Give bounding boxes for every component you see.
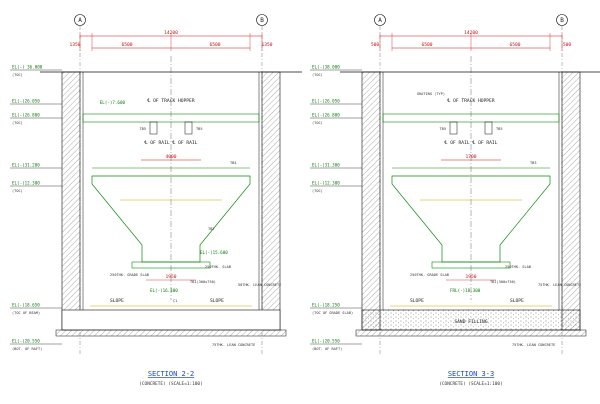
el-mid-label: EL(-)16.300 bbox=[150, 288, 178, 293]
slope-left-label: SLOPE bbox=[110, 298, 124, 304]
level-el: EL(-) 36.000 bbox=[12, 65, 43, 70]
tb5-left-label: TB5 bbox=[440, 127, 447, 131]
dim-col-left: 500 bbox=[371, 42, 380, 48]
grade-slab bbox=[131, 261, 211, 269]
dim-slab: 1950 bbox=[165, 274, 176, 280]
tb-right-label: TB4 bbox=[230, 161, 237, 165]
el-slab-label: EL(-)15.600 bbox=[200, 250, 228, 255]
tb-right-label: TB3 bbox=[530, 161, 537, 165]
grid-bubble-left bbox=[74, 14, 86, 26]
dim-col-right: 1350 bbox=[261, 42, 272, 48]
level-el: EL(-)26.050 bbox=[312, 99, 340, 104]
el-mid-label: FRL(-)18.300 bbox=[450, 288, 481, 293]
wall-right bbox=[561, 71, 581, 331]
dim-span-left: 6500 bbox=[421, 42, 432, 48]
level-el: EL(-)26.800 bbox=[312, 113, 340, 118]
level-tag: (TOC) bbox=[12, 189, 23, 193]
hopper-label: ℄ OF TRACK HOPPER bbox=[446, 98, 494, 104]
level-el: EL(-)12.300 bbox=[12, 181, 40, 186]
sand-label: SAND FILLING bbox=[454, 319, 487, 325]
section-subtitle: (CONCRETE) (SCALE=1:100) bbox=[139, 381, 202, 387]
level-el: EL(-)20.550 bbox=[12, 339, 40, 344]
grade-slab bbox=[431, 261, 511, 269]
column-label: C1 bbox=[173, 299, 177, 303]
tb5-right-label: TB5 bbox=[196, 127, 203, 131]
beam-tb5-left bbox=[149, 121, 158, 135]
section-title: SECTION 3-3 bbox=[448, 370, 494, 378]
level-el: EL(-)26.050 bbox=[12, 99, 40, 104]
level-tag: (TOC OF GRADE SLAB) bbox=[312, 311, 353, 315]
level-el: EL(-)20.550 bbox=[312, 339, 340, 344]
level-el: EL(-)12.300 bbox=[312, 181, 340, 186]
tb1-label: TB1(300x750) bbox=[490, 280, 516, 284]
level-tag: (BOT. OF RAFT) bbox=[312, 347, 342, 351]
raft bbox=[61, 309, 281, 331]
hopper-label: ℄ OF TRACK HOPPER bbox=[146, 98, 194, 104]
grade-slab-label: 250THK. GRADE SLAB bbox=[110, 273, 149, 277]
grid-bubble-right bbox=[556, 14, 568, 26]
lean-right-label: 75THK. LEAN CONCRETE bbox=[538, 283, 581, 287]
tb5-left-label: TB5 bbox=[140, 127, 147, 131]
beam-tb5-right bbox=[184, 121, 193, 135]
beam-tb5-left bbox=[449, 121, 458, 135]
level-tag: (TOC) bbox=[312, 189, 323, 193]
slope-left-label: SLOPE bbox=[410, 298, 424, 304]
lean-concrete-bottom bbox=[55, 329, 287, 337]
section-title: SECTION 2-2 bbox=[148, 370, 194, 378]
level-el: EL(-)31.200 bbox=[12, 163, 40, 168]
grid-bubble-left-label: A bbox=[378, 17, 382, 24]
level-el: EL(-)18.250 bbox=[312, 303, 340, 308]
dim-span-right: 6500 bbox=[209, 42, 220, 48]
level-tag: (TOC) bbox=[12, 121, 23, 125]
level-el: EL(-)31.300 bbox=[312, 163, 340, 168]
tb1-label: TB1(300x750) bbox=[190, 280, 216, 284]
level-tag: (BOT. OF RAFT) bbox=[12, 347, 42, 351]
wall-right bbox=[261, 71, 281, 331]
wall-left bbox=[361, 71, 381, 331]
beam-tb5-right bbox=[484, 121, 493, 135]
wall-left bbox=[61, 71, 81, 331]
dim-inner: 4000 bbox=[165, 154, 176, 160]
grid-bubble-left-label: A bbox=[78, 17, 82, 24]
lean-bottom-label: 75THK. LEAN CONCRETE bbox=[512, 343, 555, 347]
grid-bubble-right-label: B bbox=[260, 17, 264, 24]
slab-right-label: 250THK. SLAB bbox=[505, 265, 531, 269]
level-tag: (TOC) bbox=[12, 73, 23, 77]
dim-slab: 1950 bbox=[465, 274, 476, 280]
level-tag: (TOC) bbox=[312, 121, 323, 125]
slope-right-label: SLOPE bbox=[510, 298, 524, 304]
dim-span-right: 6500 bbox=[509, 42, 520, 48]
rail-label: ℄ OF RAIL ℄ OF RAIL bbox=[144, 140, 198, 146]
el-top-label: EL(-)7.600 bbox=[100, 100, 126, 105]
grid-bubble-right-label: B bbox=[560, 17, 564, 24]
dim-span-left: 6500 bbox=[121, 42, 132, 48]
grid-bubble-left bbox=[374, 14, 386, 26]
lean-right-label: 50THK. LEAN CONCRETE bbox=[238, 283, 281, 287]
section-subtitle: (CONCRETE) (SCALE=1:100) bbox=[439, 381, 502, 387]
tb-mid-label: TB2 bbox=[208, 227, 215, 231]
tb5-right-label: TB5 bbox=[496, 127, 503, 131]
level-tag: (TOC) bbox=[312, 73, 323, 77]
grid-bubble-right bbox=[256, 14, 268, 26]
slab-right-label: 250THK. SLAB bbox=[205, 265, 231, 269]
grade-slab-label: 250THK. GRADE SLAB bbox=[410, 273, 449, 277]
level-el: EL(-)38.000 bbox=[312, 65, 340, 70]
lean-concrete-bottom bbox=[355, 329, 587, 337]
level-el: EL(-)26.800 bbox=[12, 113, 40, 118]
dim-col-right: 500 bbox=[563, 42, 572, 48]
dim-col-left: 1350 bbox=[69, 42, 80, 48]
level-el: EL(-)18.650 bbox=[12, 303, 40, 308]
dim-inner: 1700 bbox=[465, 154, 476, 160]
slope-right-label: SLOPE bbox=[210, 298, 224, 304]
grating-label: GRATING (TYP) bbox=[417, 92, 445, 96]
rail-label: ℄ OF RAIL ℄ OF RAIL bbox=[444, 140, 498, 146]
level-tag: (TOC OF BEAM) bbox=[12, 311, 40, 315]
lean-bottom-label: 75THK. LEAN CONCRETE bbox=[212, 343, 255, 347]
